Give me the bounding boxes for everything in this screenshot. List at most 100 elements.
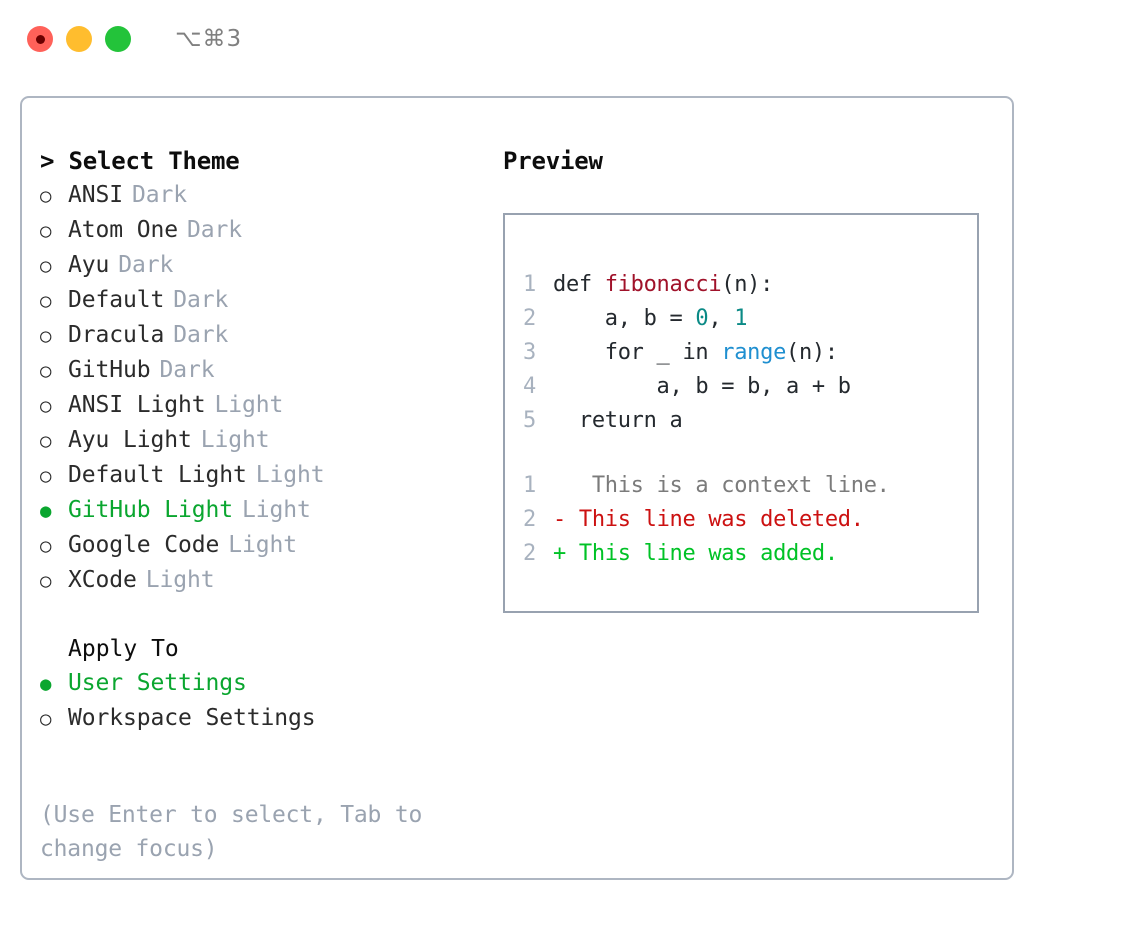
code-line-content: return a (553, 404, 683, 438)
apply-to-option-list: ●User Settings ○ Workspace Settings (40, 666, 480, 736)
code-line-content: for _ in range(n): (553, 336, 838, 370)
theme-option-tag: Light (255, 462, 325, 488)
radio-unselected-icon: ○ (40, 395, 52, 417)
code-line-number: 2 (523, 306, 536, 331)
diff-marker (553, 469, 566, 503)
theme-option-tag: Light (145, 567, 215, 593)
apply-to-option-label: Workspace Settings (68, 705, 316, 731)
theme-option-label: Ayu Light (68, 427, 192, 453)
code-line-number: 4 (523, 374, 536, 399)
theme-option-ansi[interactable]: ○ ANSI Dark (40, 178, 480, 213)
diff-line-context: 1 This is a context line. (523, 469, 977, 503)
theme-option-tag: Light (214, 392, 284, 418)
apply-to-option-user-settings[interactable]: ●User Settings (40, 666, 480, 701)
theme-option-tag: Light (200, 427, 270, 453)
recording-dot-icon (35, 34, 45, 44)
radio-unselected-icon: ○ (40, 325, 52, 347)
theme-option-label: Google Code (68, 532, 220, 558)
theme-option-xcode[interactable]: ○ XCode Light (40, 563, 480, 598)
theme-option-github-light[interactable]: ● GitHub Light Light (40, 493, 480, 528)
code-line-number: 3 (523, 340, 536, 365)
code-token-number: 0 (695, 306, 709, 331)
theme-option-label: Ayu (68, 252, 110, 278)
close-button-icon[interactable] (27, 26, 53, 52)
code-token-plain: , (708, 306, 735, 331)
maximize-button-icon[interactable] (105, 26, 131, 52)
theme-option-label: Atom One (68, 217, 178, 243)
theme-option-default-light[interactable]: ○ Default Light Light (40, 458, 480, 493)
diff-line-number: 2 (523, 541, 536, 566)
radio-unselected-icon: ○ (40, 430, 52, 452)
theme-option-label: ANSI Light (68, 392, 206, 418)
diff-line-content: This line was deleted. (565, 507, 864, 532)
radio-unselected-icon: ○ (40, 708, 52, 730)
theme-option-tag: Dark (118, 252, 174, 278)
theme-option-atom-one[interactable]: ○ Atom One Dark (40, 213, 480, 248)
diff-marker: - (553, 507, 566, 532)
diff-line-number: 1 (523, 473, 536, 498)
radio-unselected-icon: ○ (40, 570, 52, 592)
radio-selected-icon: ● (40, 500, 52, 522)
theme-option-tag: Dark (186, 217, 242, 243)
theme-option-ansi-light[interactable]: ○ ANSI Light Light (40, 388, 480, 423)
code-line-number: 5 (523, 408, 536, 433)
theme-option-tag: Dark (173, 322, 229, 348)
keyboard-hint-text: (Use Enter to select, Tab to change focu… (40, 802, 436, 862)
theme-option-dracula[interactable]: ○ Dracula Dark (40, 318, 480, 353)
radio-unselected-icon: ○ (40, 535, 52, 557)
diff-line-content: This is a context line. (565, 473, 890, 498)
keyboard-shortcut-label: ⌥⌘3 (175, 26, 243, 52)
theme-option-tag: Dark (173, 287, 229, 313)
code-token-number: 1 (734, 306, 748, 331)
diff-sample-block: 1 This is a context line.2- This line wa… (523, 469, 977, 571)
select-theme-heading: > Select Theme (40, 147, 240, 175)
window-titlebar: ⌥⌘3 (0, 0, 1140, 78)
radio-unselected-icon: ○ (40, 220, 52, 242)
diff-line-number: 2 (523, 507, 536, 532)
theme-option-ayu-light[interactable]: ○ Ayu Light Light (40, 423, 480, 458)
code-token-plain: a, b = b, a + b (553, 374, 852, 399)
theme-option-ayu[interactable]: ○ Ayu Dark (40, 248, 480, 283)
code-token-call: range (721, 340, 787, 365)
theme-option-label: GitHub (68, 357, 151, 383)
code-line-content: def fibonacci(n): (553, 268, 773, 302)
theme-option-label: Dracula (68, 322, 165, 348)
minimize-button-icon[interactable] (66, 26, 92, 52)
radio-unselected-icon: ○ (40, 465, 52, 487)
diff-line-content: This line was added. (565, 541, 838, 566)
theme-option-label: GitHub Light (68, 497, 233, 523)
code-line-content: a, b = 0, 1 (553, 302, 748, 336)
code-line: 5 return a (523, 404, 977, 438)
code-token-plain: a, b = (553, 306, 696, 331)
code-line: 3 for _ in range(n): (523, 336, 977, 370)
code-line: 2 a, b = 0, 1 (523, 302, 977, 336)
theme-option-label: Default Light (68, 462, 247, 488)
apply-to-option-label: User Settings (68, 670, 247, 696)
theme-option-label: Default (68, 287, 165, 313)
code-line: 4 a, b = b, a + b (523, 370, 977, 404)
theme-option-tag: Dark (132, 182, 187, 208)
code-token-plain: def (553, 272, 605, 297)
radio-unselected-icon: ○ (40, 255, 52, 277)
apply-to-section: Apply To ●User Settings○Workspace Settin… (40, 632, 480, 736)
theme-option-label: ANSI (68, 182, 123, 208)
radio-unselected-icon: ○ (40, 185, 52, 207)
code-token-plain: for _ in (553, 340, 722, 365)
code-line-content: a, b = b, a + b (553, 370, 852, 404)
theme-option-tag: Light (241, 497, 311, 523)
diff-line-deleted: 2- This line was deleted. (523, 503, 977, 537)
apply-to-option-workspace-settings[interactable]: ○ Workspace Settings (40, 701, 480, 736)
code-diff-spacer (523, 438, 977, 469)
diff-line-added: 2+ This line was added. (523, 537, 977, 571)
theme-option-label: XCode (68, 567, 137, 593)
radio-unselected-icon: ○ (40, 360, 52, 382)
